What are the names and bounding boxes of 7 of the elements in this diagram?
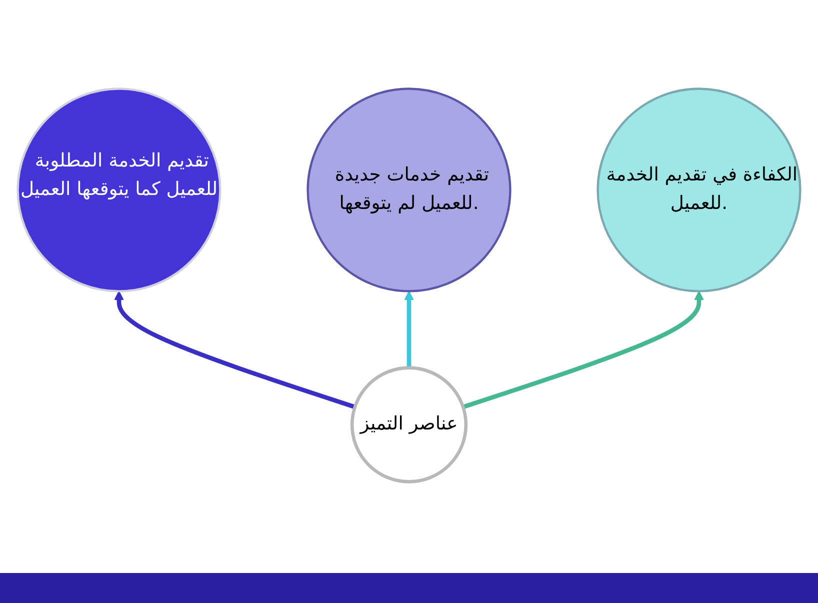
arrow [404, 290, 414, 368]
node-circle: تقديم الخدمة المطلوبة للعميل كما يتوقعها العميل [16, 87, 222, 292]
arrow [114, 290, 356, 409]
node-circle: تقديم خدمات جديدة للعميل لم يتوقعها. [306, 87, 512, 292]
node-circle: الكفاءة في تقديم الخدمة للعميل. [596, 87, 802, 292]
node-circle: عناصر التميز [350, 366, 468, 484]
arrow [462, 290, 704, 409]
